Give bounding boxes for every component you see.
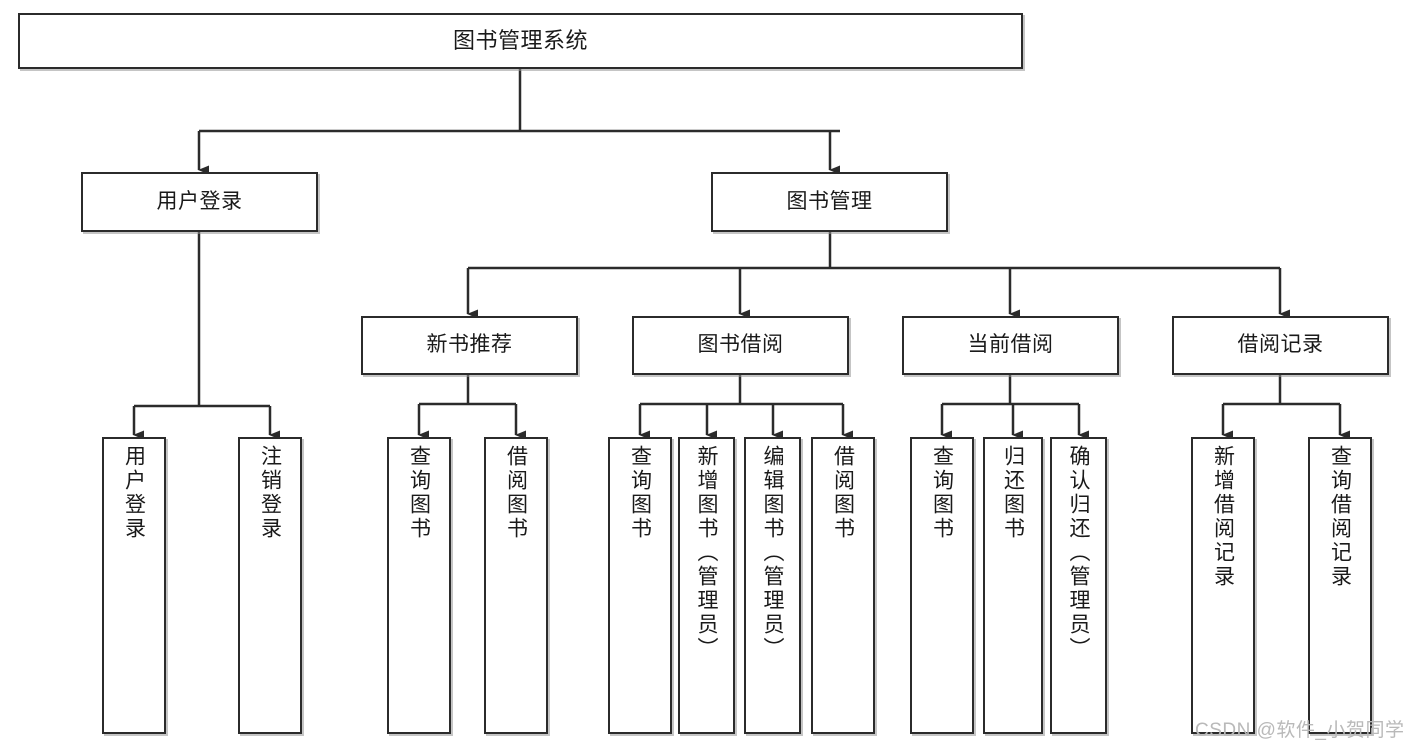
leaf-query-borrow-record-label: 查询借阅记录 xyxy=(1328,445,1352,589)
leaf-edit-book-admin[interactable]: 编辑图书（管理员） xyxy=(744,437,801,734)
node-book-manage[interactable]: 图书管理 xyxy=(711,172,948,232)
node-new-book-recommend[interactable]: 新书推荐 xyxy=(361,316,578,375)
leaf-confirm-return-admin-label: 确认归还（管理员） xyxy=(1067,445,1090,661)
node-user-login-label: 用户登录 xyxy=(156,189,243,213)
node-root[interactable]: 图书管理系统 xyxy=(18,13,1023,69)
leaf-add-borrow-record[interactable]: 新增借阅记录 xyxy=(1191,437,1255,734)
leaf-query-book-rec[interactable]: 查询图书 xyxy=(387,437,451,734)
leaf-borrow-book-rec-label: 借阅图书 xyxy=(504,445,528,541)
node-current-borrow-label: 当前借阅 xyxy=(967,333,1054,357)
leaf-borrow-book[interactable]: 借阅图书 xyxy=(811,437,875,734)
leaf-borrow-book-rec[interactable]: 借阅图书 xyxy=(484,437,548,734)
leaf-add-borrow-record-label: 新增借阅记录 xyxy=(1211,445,1235,589)
node-borrow-record-label: 借阅记录 xyxy=(1237,333,1324,357)
leaf-borrow-book-label: 借阅图书 xyxy=(831,445,855,541)
leaf-user-login-label: 用户登录 xyxy=(122,445,146,541)
leaf-confirm-return-admin[interactable]: 确认归还（管理员） xyxy=(1050,437,1107,734)
leaf-return-book[interactable]: 归还图书 xyxy=(983,437,1043,734)
leaf-query-book-borrow[interactable]: 查询图书 xyxy=(608,437,672,734)
node-current-borrow[interactable]: 当前借阅 xyxy=(902,316,1119,375)
leaf-user-logout[interactable]: 注销登录 xyxy=(238,437,302,734)
leaf-query-book-current[interactable]: 查询图书 xyxy=(910,437,974,734)
leaf-query-book-borrow-label: 查询图书 xyxy=(628,445,652,541)
leaf-query-borrow-record[interactable]: 查询借阅记录 xyxy=(1308,437,1372,734)
leaf-query-book-rec-label: 查询图书 xyxy=(407,445,431,541)
leaf-user-login[interactable]: 用户登录 xyxy=(102,437,166,734)
node-book-borrow[interactable]: 图书借阅 xyxy=(632,316,849,375)
leaf-return-book-label: 归还图书 xyxy=(1001,445,1025,541)
leaf-query-book-current-label: 查询图书 xyxy=(930,445,954,541)
leaf-edit-book-admin-label: 编辑图书（管理员） xyxy=(761,445,784,661)
node-borrow-record[interactable]: 借阅记录 xyxy=(1172,316,1389,375)
leaf-add-book-admin[interactable]: 新增图书（管理员） xyxy=(678,437,735,734)
node-user-login[interactable]: 用户登录 xyxy=(81,172,318,232)
watermark: CSDN @软件_小贺同学 xyxy=(1195,720,1405,741)
node-book-manage-label: 图书管理 xyxy=(786,189,873,213)
node-book-borrow-label: 图书借阅 xyxy=(697,333,784,357)
leaf-add-book-admin-label: 新增图书（管理员） xyxy=(695,445,718,661)
leaf-user-logout-label: 注销登录 xyxy=(258,445,282,541)
node-root-label: 图书管理系统 xyxy=(452,28,588,54)
node-new-book-recommend-label: 新书推荐 xyxy=(426,333,513,357)
